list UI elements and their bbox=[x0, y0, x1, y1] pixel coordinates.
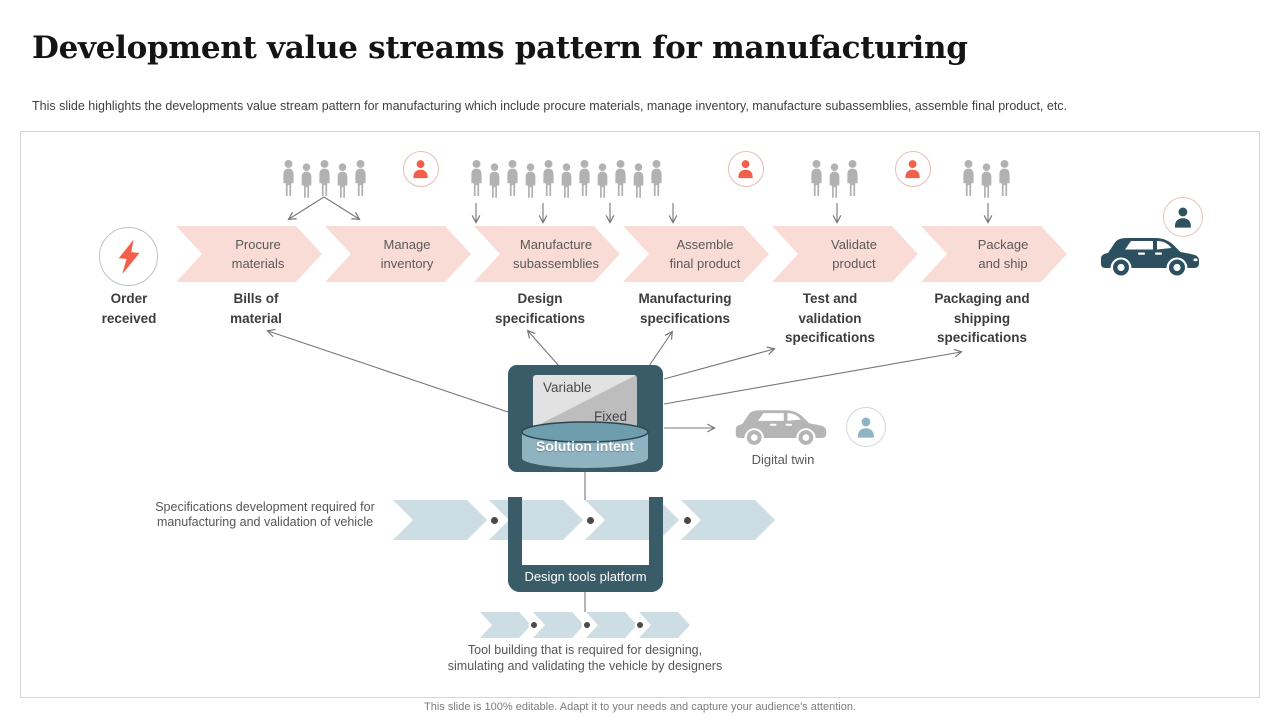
person-icon bbox=[847, 159, 858, 197]
output-packaging-shipping-specifications: Packaging and shipping specifications bbox=[934, 291, 1030, 345]
person-icon bbox=[1175, 207, 1191, 228]
tooling-dot bbox=[637, 622, 643, 628]
step-label: Validate product bbox=[830, 237, 877, 271]
step-label: Package and ship bbox=[977, 237, 1029, 271]
person-icon bbox=[633, 163, 644, 198]
step-label: Procure materials bbox=[231, 237, 285, 271]
step-label: Assemble final product bbox=[669, 237, 741, 271]
design-tools-platform-label: Design tools platform bbox=[524, 569, 647, 584]
person-icon bbox=[963, 159, 974, 197]
specifications-note: Specifications development required for … bbox=[155, 500, 375, 529]
person-icon bbox=[319, 159, 330, 197]
person-icon bbox=[283, 159, 294, 197]
person-icon bbox=[489, 163, 500, 198]
person-badge bbox=[728, 151, 764, 187]
order-received-badge bbox=[99, 227, 158, 286]
people-group-icon bbox=[468, 157, 665, 199]
step-label: Manage inventory bbox=[380, 237, 434, 271]
person-icon bbox=[858, 417, 874, 438]
variable-fixed-panel: Variable Fixed bbox=[533, 375, 637, 428]
tool-building-note: Tool building that is required for desig… bbox=[447, 643, 723, 673]
pipeline-dot bbox=[586, 516, 594, 524]
output-design-specifications: Design specifications bbox=[494, 291, 586, 326]
person-icon bbox=[525, 163, 536, 198]
person-icon bbox=[999, 159, 1010, 197]
solution-intent-cylinder bbox=[521, 421, 649, 468]
slide-footer: This slide is 100% editable. Adapt it to… bbox=[424, 701, 856, 713]
people-group-icon bbox=[808, 157, 861, 199]
customer-badge bbox=[1163, 197, 1203, 237]
digital-twin-person-badge bbox=[846, 407, 886, 447]
tooling-dot bbox=[584, 622, 590, 628]
person-icon bbox=[905, 160, 921, 179]
pipeline-dot bbox=[490, 516, 498, 524]
person-icon bbox=[301, 163, 312, 198]
people-group-icon bbox=[960, 157, 1013, 199]
pipeline-dot bbox=[683, 516, 691, 524]
step-label: Manufacture subassemblies bbox=[513, 237, 599, 271]
person-badge bbox=[403, 151, 439, 187]
page-title: Development value streams pattern for ma… bbox=[32, 30, 968, 66]
person-icon bbox=[651, 159, 662, 197]
fixed-label: Fixed bbox=[593, 409, 627, 424]
step-manage-inventory: Manage inventory bbox=[325, 226, 471, 282]
slide-subtitle: This slide highlights the developments v… bbox=[32, 99, 1068, 113]
step-procure-materials: Procure materials bbox=[176, 226, 322, 282]
person-icon bbox=[615, 159, 626, 197]
person-icon bbox=[507, 159, 518, 197]
output-manufacturing-specifications: Manufacturing specifications bbox=[638, 291, 732, 326]
tooling-dot bbox=[531, 622, 537, 628]
person-badge bbox=[895, 151, 931, 187]
start-label: Order received bbox=[101, 291, 157, 326]
person-icon bbox=[543, 159, 554, 197]
digital-twin-car-icon bbox=[735, 410, 827, 445]
output-bills-of-material: Bills of material bbox=[230, 291, 282, 326]
people-group-icon bbox=[280, 157, 369, 199]
person-icon bbox=[561, 163, 572, 198]
output-test-validation-specifications: Test and validation specifications bbox=[784, 291, 876, 345]
car-icon bbox=[1101, 238, 1199, 276]
person-icon bbox=[579, 159, 590, 197]
person-icon bbox=[413, 160, 429, 179]
variable-label: Variable bbox=[543, 380, 592, 395]
digital-twin-label: Digital twin bbox=[751, 452, 815, 467]
person-icon bbox=[738, 160, 754, 179]
person-icon bbox=[981, 163, 992, 198]
person-icon bbox=[337, 163, 348, 198]
person-icon bbox=[811, 159, 822, 197]
person-icon bbox=[829, 163, 840, 198]
solution-intent-label: Solution intent bbox=[536, 438, 634, 454]
lightning-icon bbox=[118, 239, 140, 274]
person-icon bbox=[471, 159, 482, 197]
design-tools-platform-bracket bbox=[508, 497, 663, 592]
person-icon bbox=[355, 159, 366, 197]
person-icon bbox=[597, 163, 608, 198]
